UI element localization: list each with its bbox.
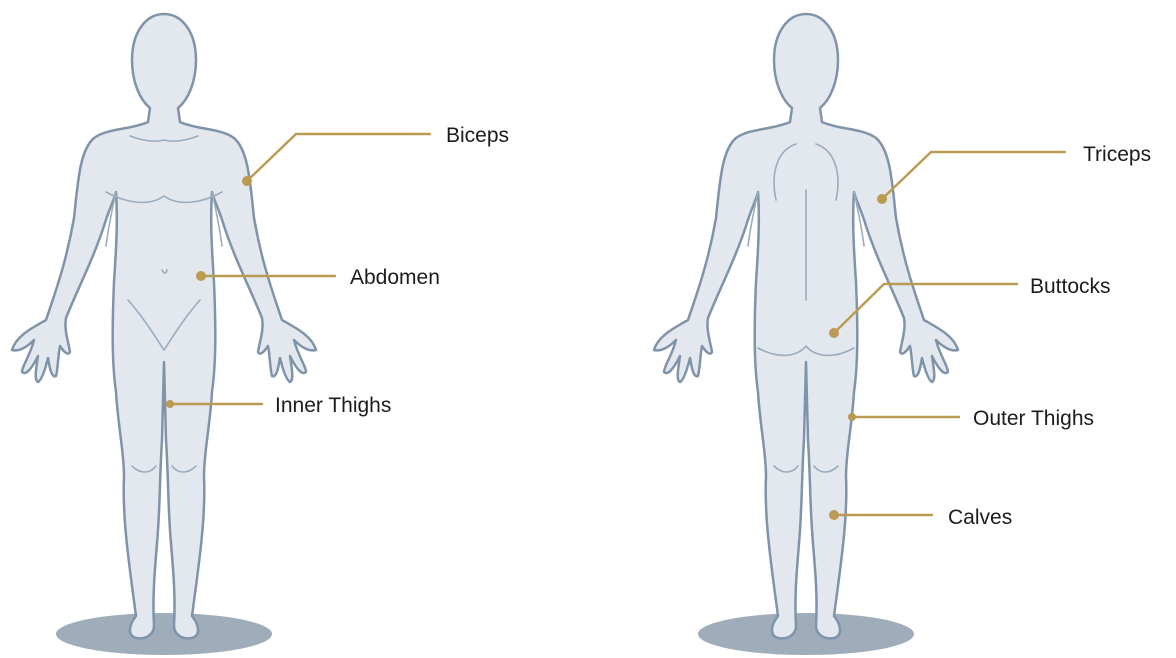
front-figure <box>12 14 316 655</box>
label-outer-thighs: Outer Thighs <box>973 407 1094 430</box>
front-body-silhouette <box>12 14 316 638</box>
back-ground-shadow <box>698 613 914 655</box>
buttocks-marker <box>829 328 839 338</box>
abdomen-marker <box>196 271 206 281</box>
label-abdomen: Abdomen <box>350 266 440 289</box>
label-buttocks: Buttocks <box>1030 275 1111 298</box>
triceps-marker <box>877 194 887 204</box>
calves-marker <box>829 510 839 520</box>
label-triceps: Triceps <box>1083 143 1151 166</box>
label-biceps: Biceps <box>446 124 509 147</box>
triceps-leader-line <box>882 152 1065 199</box>
inner-thighs-marker <box>166 400 174 408</box>
biceps-leader-line <box>247 134 430 181</box>
biceps-marker <box>242 176 252 186</box>
back-figure <box>654 14 958 655</box>
front-ground-shadow <box>56 613 272 655</box>
label-calves: Calves <box>948 506 1012 529</box>
label-inner-thighs: Inner Thighs <box>275 394 391 417</box>
back-body-silhouette <box>654 14 958 638</box>
outer-thighs-marker <box>848 413 856 421</box>
